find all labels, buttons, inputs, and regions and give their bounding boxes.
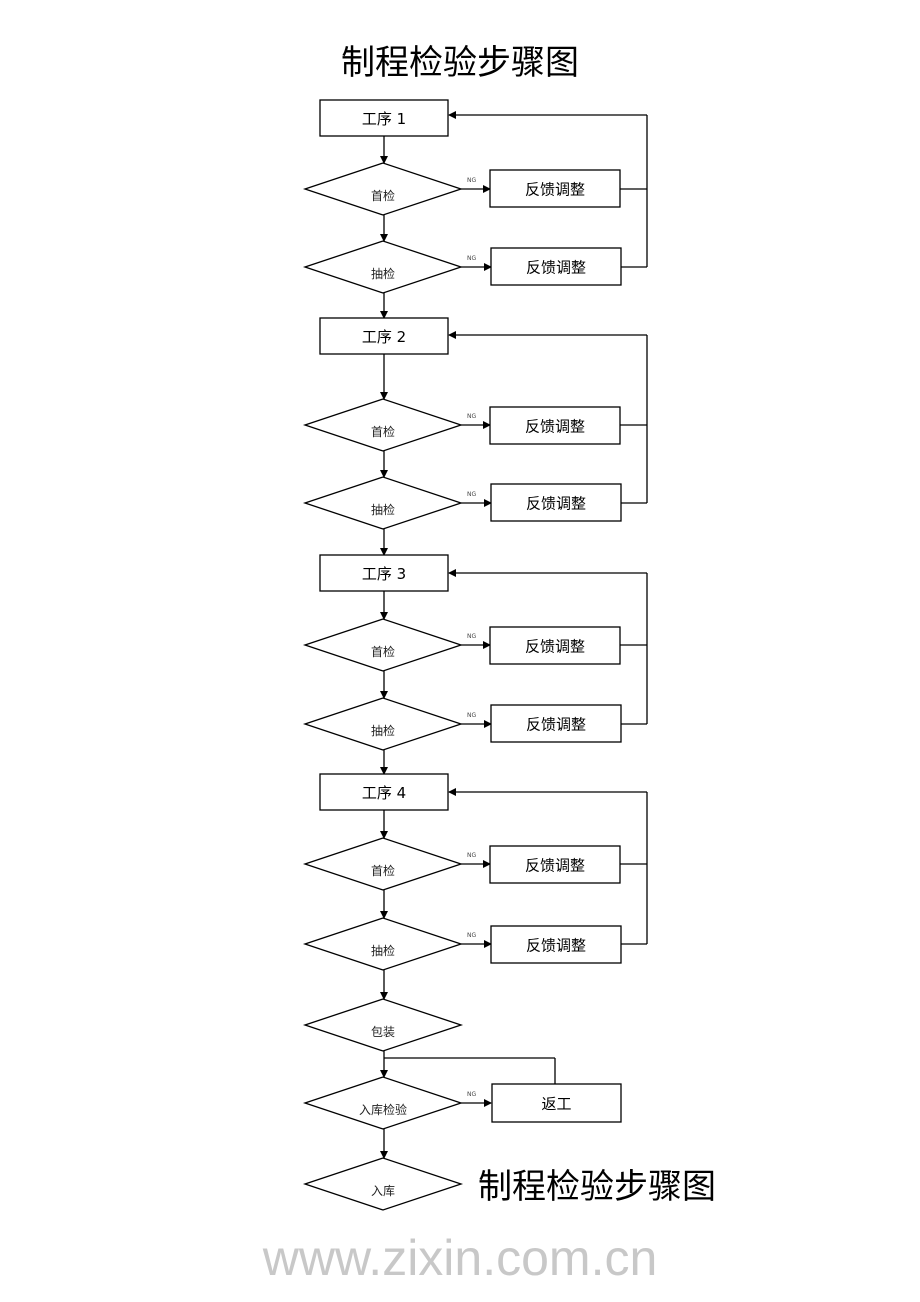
- feedback-adjust-box-label: 反馈调整: [526, 716, 586, 734]
- feedback-adjust-box: [489, 626, 621, 665]
- feedback-adjust-box: [490, 925, 622, 964]
- footer-title: 制程检验步骤图: [478, 1167, 716, 1207]
- ng-label: NG: [467, 177, 476, 184]
- process-box-3-label: 工序 3: [362, 565, 406, 583]
- storage-check-decision-label: 入库检验: [359, 1102, 407, 1117]
- storage-decision: [302, 1157, 464, 1211]
- process-box-1-label: 工序 1: [362, 110, 406, 128]
- sample-check-decision-4-label: 抽检: [371, 943, 395, 958]
- packing-decision-label: 包装: [371, 1025, 395, 1039]
- feedback-adjust-box-label: 反馈调整: [526, 495, 586, 513]
- feedback-adjust-box: [490, 704, 622, 743]
- first-check-decision-4-label: 首检: [371, 863, 395, 878]
- ng-label: NG: [467, 633, 476, 640]
- sample-check-decision-2-label: 抽检: [371, 502, 395, 517]
- rework-box-label: 返工: [541, 1095, 571, 1113]
- feedback-adjust-box-label: 反馈调整: [526, 937, 586, 955]
- feedback-adjust-box: [489, 845, 621, 884]
- ng-label: NG: [467, 255, 476, 262]
- page-title: 制程检验步骤图: [341, 43, 579, 83]
- packing-decision: [302, 998, 464, 1052]
- process-box-1: [319, 99, 449, 137]
- ng-label: NG: [467, 413, 476, 420]
- feedback-adjust-box-label: 反馈调整: [525, 857, 585, 875]
- process-box-4: [319, 773, 449, 811]
- ng-label: NG: [467, 852, 476, 859]
- first-check-decision-2-label: 首检: [371, 424, 395, 439]
- first-check-decision-3-label: 首检: [371, 644, 395, 659]
- feedback-adjust-box: [490, 483, 622, 522]
- watermark: www.zixin.com.cn: [262, 1230, 658, 1286]
- sample-check-decision-1-label: 抽检: [371, 266, 395, 281]
- ng-label: NG: [467, 932, 476, 939]
- rework-box: [491, 1083, 622, 1123]
- first-check-decision-1-label: 首检: [371, 188, 395, 203]
- feedback-adjust-box: [489, 406, 621, 445]
- process-box-4-label: 工序 4: [362, 784, 406, 802]
- storage-decision-label: 入库: [371, 1183, 395, 1198]
- feedback-adjust-box-label: 反馈调整: [525, 181, 585, 199]
- ng-label: NG: [467, 712, 476, 719]
- ng-label: NG: [467, 491, 476, 498]
- sample-check-decision-3-label: 抽检: [371, 723, 395, 738]
- feedback-adjust-box-label: 反馈调整: [525, 638, 585, 656]
- ng-label: NG: [467, 1091, 476, 1098]
- feedback-adjust-box-label: 反馈调整: [526, 259, 586, 277]
- feedback-adjust-box-label: 反馈调整: [525, 418, 585, 436]
- process-box-2: [319, 317, 449, 355]
- process-box-2-label: 工序 2: [362, 328, 406, 346]
